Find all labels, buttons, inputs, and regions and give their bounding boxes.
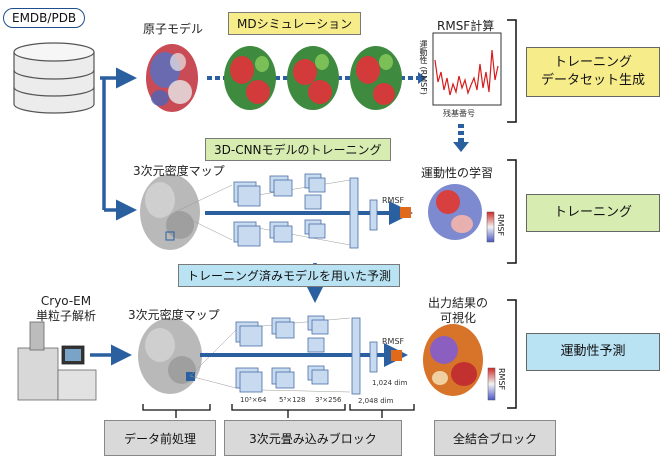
fc-dim-2048: 2,048 dim (358, 397, 394, 405)
visualization-line-1: 出力結果の (428, 296, 489, 310)
conv-dim-2: 5³×128 (279, 396, 306, 404)
bottom-brackets (142, 404, 415, 418)
visualization-line-2: 可視化 (440, 311, 477, 325)
preprocessing-box: データ前処理 (104, 420, 216, 456)
density-map-label-1: 3次元密度マップ (133, 164, 225, 178)
atomic-model-image (146, 44, 198, 112)
cryo-em-line-2: 単粒子解析 (36, 309, 97, 323)
cnn-training (174, 173, 413, 249)
rmsf-plot (432, 32, 502, 106)
cryo-em-instrument-image (17, 321, 97, 401)
stage-training: トレーニング (526, 194, 660, 232)
cryo-em-line-1: Cryo-EM (40, 294, 92, 308)
rmsf-plot-ylabel: 運動性 (RMSF) (419, 40, 428, 95)
output-protein-image (423, 324, 496, 401)
md-simulation-label: MDシミュレーション (228, 12, 362, 35)
rmsf-plot-xlabel: 残基番号 (443, 109, 475, 118)
density-map-training (140, 174, 200, 250)
conv-dim-1: 10³×64 (240, 396, 267, 404)
cnn-prediction (189, 315, 408, 395)
md-snapshot-3 (350, 46, 402, 110)
fc-block-box: 全結合ブロック (434, 420, 556, 456)
cnn-training-label: 3D-CNNモデルのトレーニング (205, 138, 391, 161)
stage-dynamics-prediction: 運動性予測 (526, 333, 660, 371)
emdb-pdb-label: EMDB/PDB (3, 8, 86, 28)
fc-dim-1024: 1,024 dim (372, 379, 408, 387)
prediction-banner: トレーニング済みモデルを用いた予測 (178, 264, 401, 287)
density-map-label-2: 3次元密度マップ (128, 308, 220, 322)
rmsf-output-label-2: RMSF (382, 337, 405, 346)
md-snapshot-1 (224, 46, 276, 110)
md-snapshot-2 (287, 46, 339, 110)
cryo-em-label: Cryo-EM 単粒子解析 (36, 294, 96, 324)
density-map-prediction (138, 318, 202, 394)
conv-dim-3: 3³×256 (315, 396, 342, 404)
rmsf-calc-label: RMSF計算 (437, 19, 495, 33)
rmsf-output-label-1: RMSF (382, 196, 405, 205)
database-icon (13, 42, 95, 114)
learned-protein-image (428, 184, 495, 243)
rmsf-down-arrow (453, 124, 469, 152)
visualization-label: 出力結果の 可視化 (428, 296, 488, 326)
colorbar-label-1: RMSF (496, 214, 505, 237)
conv-block-box: 3次元畳み込みブロック (224, 420, 402, 456)
md-arrow-head (418, 72, 426, 84)
colorbar-label-2: RMSF (497, 368, 506, 391)
stage-brackets (507, 19, 517, 409)
stage-dataset-generation: トレーニングデータセット生成 (526, 47, 660, 97)
learning-label: 運動性の学習 (421, 166, 494, 180)
atomic-model-label: 原子モデル (143, 22, 204, 36)
